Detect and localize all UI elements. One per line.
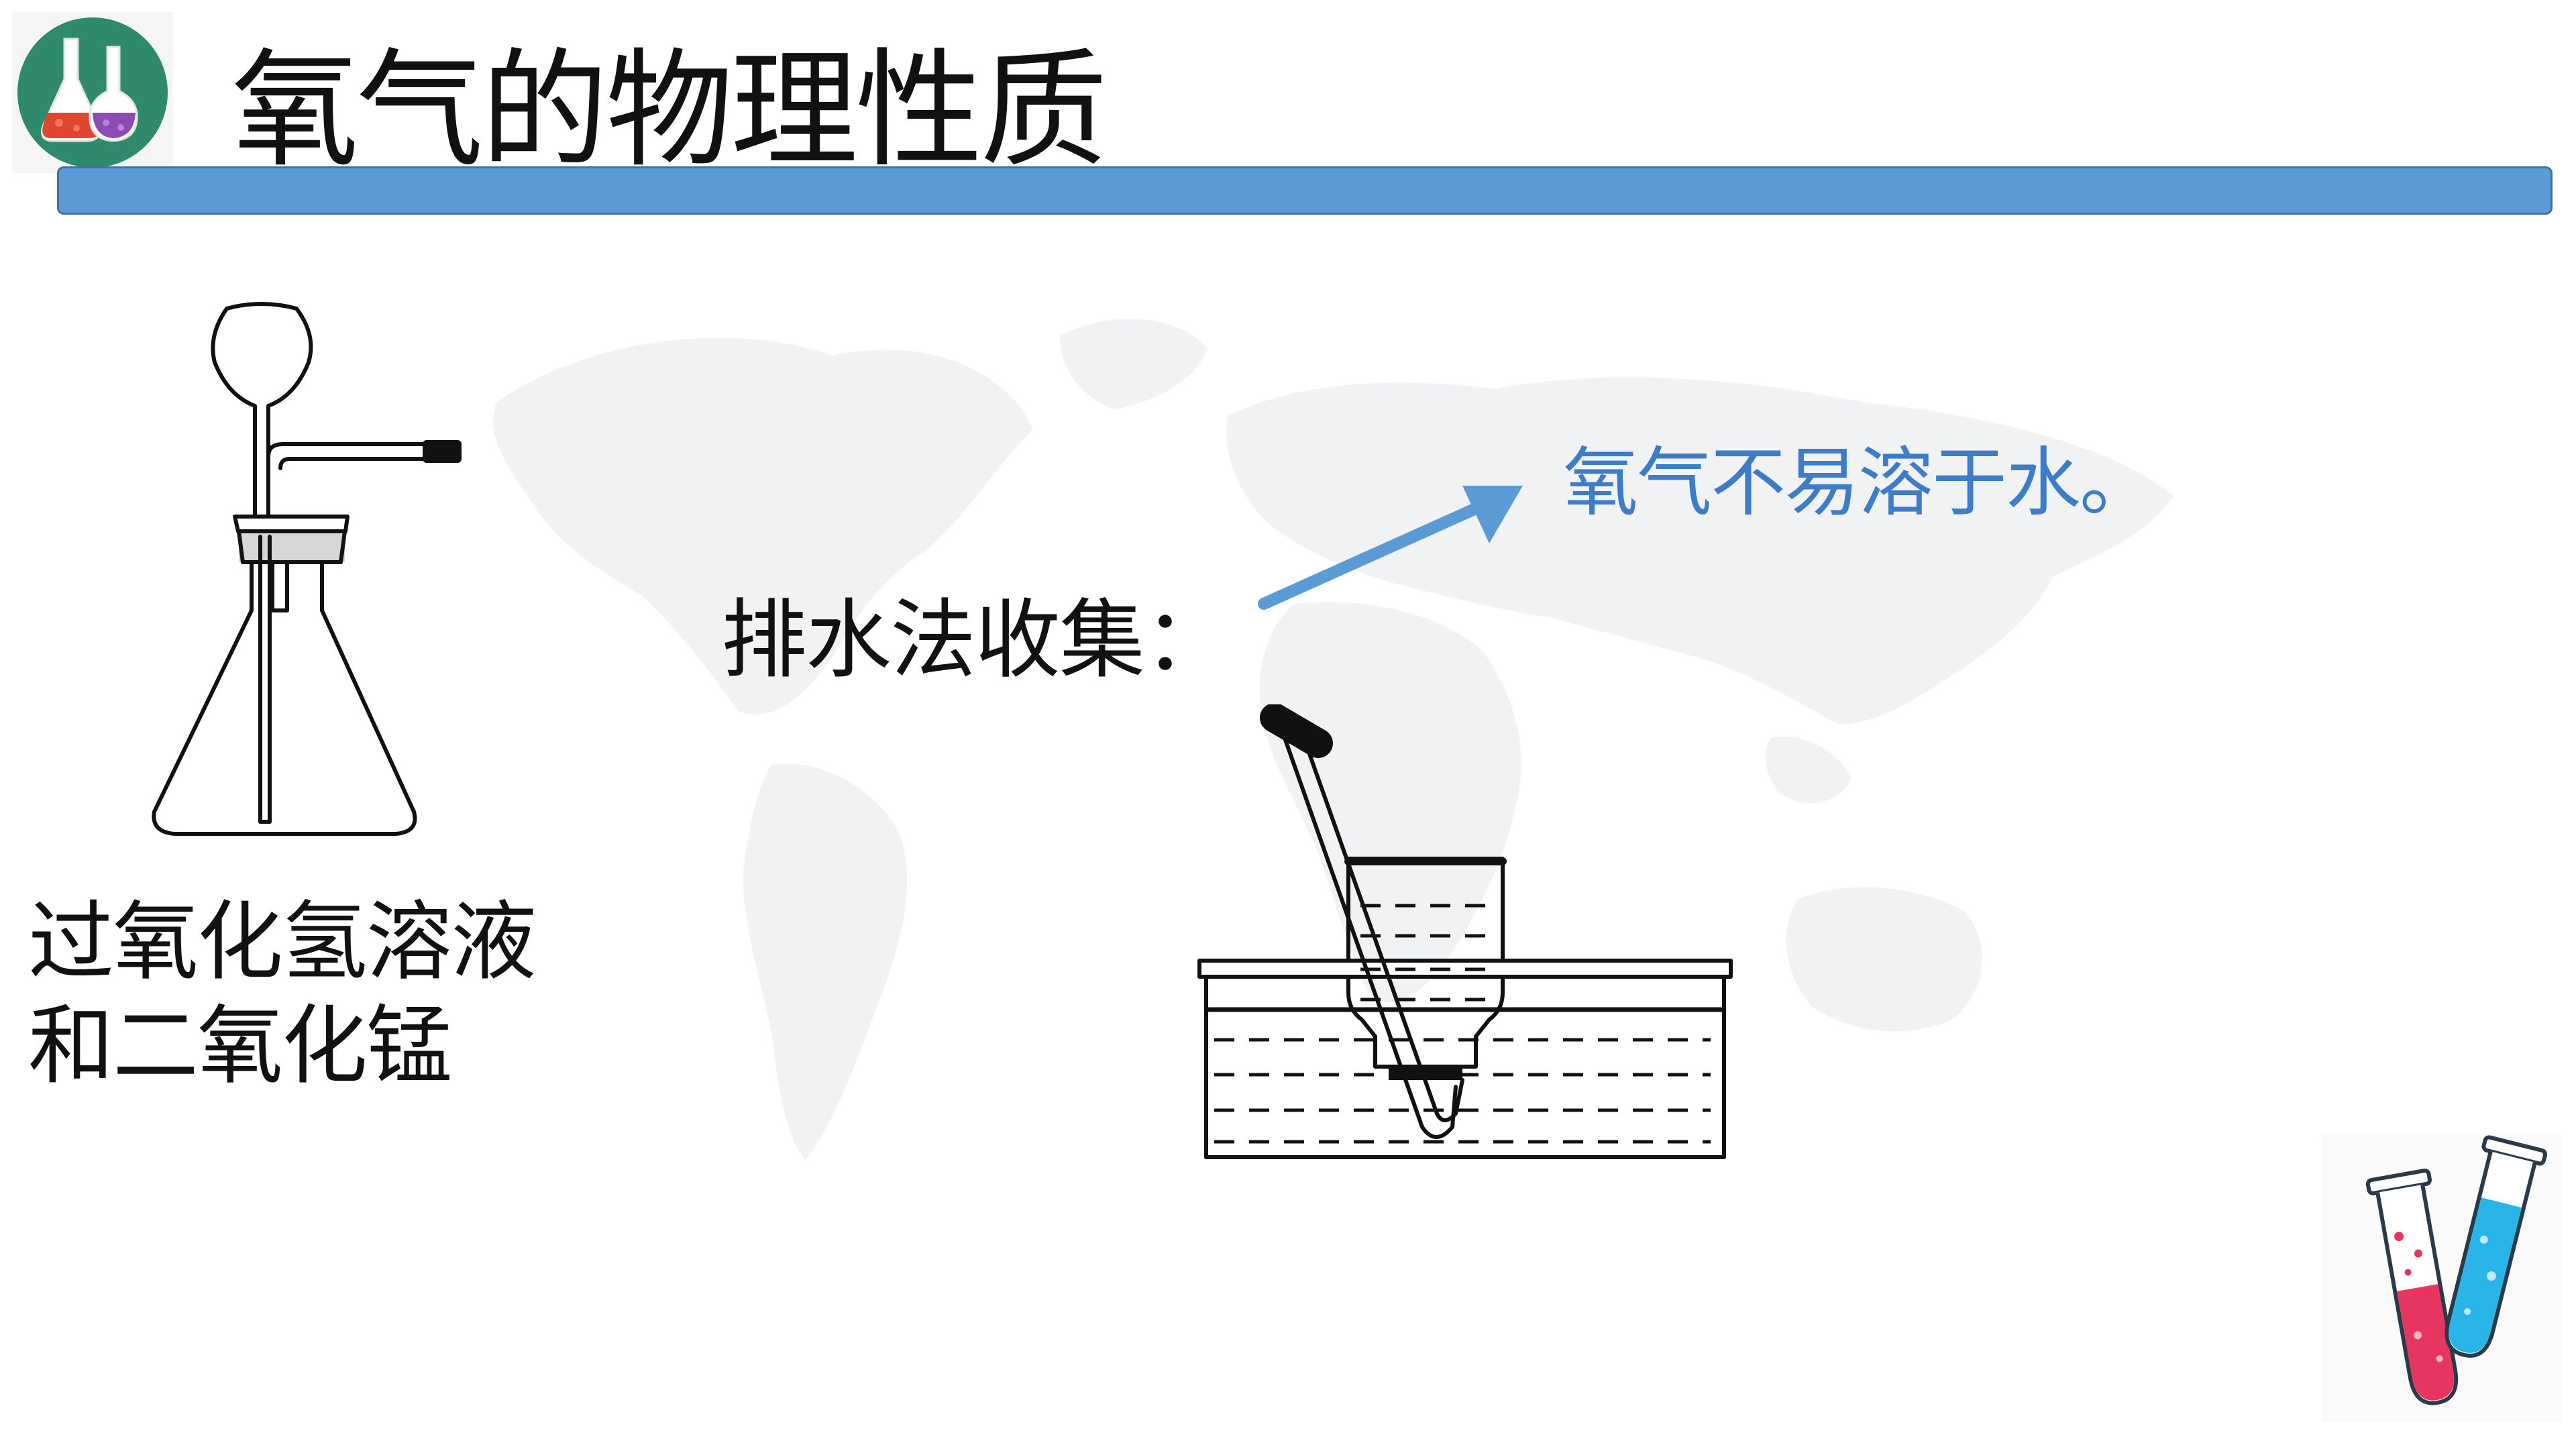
reagent-label-line-2: 和二氧化锰 <box>28 996 452 1096</box>
arrow-icon <box>1258 486 1523 610</box>
collection-method-label: 排水法收集： <box>721 590 1230 690</box>
title-underline-bar <box>57 166 2553 215</box>
erlenmeyer-flask-apparatus-icon <box>152 302 462 836</box>
water-trough-apparatus-icon <box>1197 704 1733 1159</box>
slide-title: 氧气的物理性质 <box>231 36 1108 184</box>
chemistry-flasks-icon <box>12 12 173 173</box>
test-tubes-icon <box>2321 1134 2563 1422</box>
property-note: 氧气不易溶于水。 <box>1563 439 2155 527</box>
reagent-label-line-1: 过氧化氢溶液 <box>28 892 537 992</box>
world-map-icon <box>492 319 2174 1161</box>
